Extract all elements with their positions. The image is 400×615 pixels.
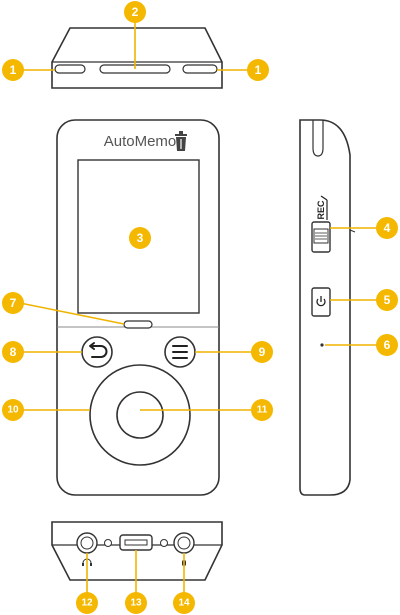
svg-text:1: 1 (10, 63, 17, 77)
callout-4: 4 (376, 217, 398, 239)
callout-1-right: 1 (247, 59, 269, 81)
power-icon (316, 296, 326, 307)
callout-7: 7 (2, 292, 24, 314)
svg-text:1: 1 (255, 63, 262, 77)
brand-logo: AutoMemo (104, 131, 187, 151)
svg-text:5: 5 (384, 293, 391, 307)
bottom-view (51, 521, 223, 595)
svg-text:3: 3 (137, 231, 144, 245)
usb-port (119, 534, 153, 551)
callout-10: 10 (2, 399, 24, 421)
rec-label: REC (316, 195, 328, 220)
svg-text:2: 2 (132, 5, 139, 19)
callout-9: 9 (251, 341, 273, 363)
front-view: AutoMemo (19, 119, 255, 496)
callout-2: 2 (124, 1, 146, 23)
callout-3: 3 (129, 227, 151, 249)
top-view (20, 22, 250, 89)
callout-13: 13 (125, 592, 147, 614)
top-slot-right (182, 64, 218, 74)
svg-text:4: 4 (384, 221, 391, 235)
back-arrow-icon (89, 342, 108, 358)
callout-6: 6 (376, 334, 398, 356)
led-indicator (123, 320, 153, 329)
svg-text:9: 9 (259, 345, 266, 359)
svg-text:7: 7 (10, 296, 17, 310)
svg-text:6: 6 (384, 338, 391, 352)
svg-text:8: 8 (10, 345, 17, 359)
svg-text:REC: REC (316, 200, 326, 220)
menu-icon (172, 345, 188, 359)
bottom-screw-left (104, 539, 112, 547)
top-slot-left (54, 64, 86, 74)
callout-8: 8 (2, 341, 24, 363)
svg-text:14: 14 (178, 598, 190, 609)
svg-text:11: 11 (257, 405, 268, 416)
power-button[interactable] (311, 287, 331, 317)
svg-text:13: 13 (130, 598, 142, 609)
back-button[interactable] (81, 336, 113, 368)
callout-5: 5 (376, 289, 398, 311)
callout-14: 14 (173, 592, 195, 614)
svg-text:10: 10 (7, 405, 19, 416)
svg-text:12: 12 (81, 598, 93, 609)
callout-12: 12 (76, 592, 98, 614)
mic-jack (173, 532, 195, 566)
center-button[interactable] (116, 391, 164, 439)
trash-bin-icon (175, 131, 187, 151)
bottom-screw-right (160, 539, 168, 547)
microphone-hole (320, 343, 324, 347)
callout-11: 11 (251, 399, 273, 421)
callout-1-left: 1 (2, 59, 24, 81)
rec-switch[interactable] (311, 221, 331, 253)
brand-name: AutoMemo (104, 133, 177, 150)
menu-button[interactable] (164, 336, 196, 368)
side-view: REC (299, 119, 380, 496)
